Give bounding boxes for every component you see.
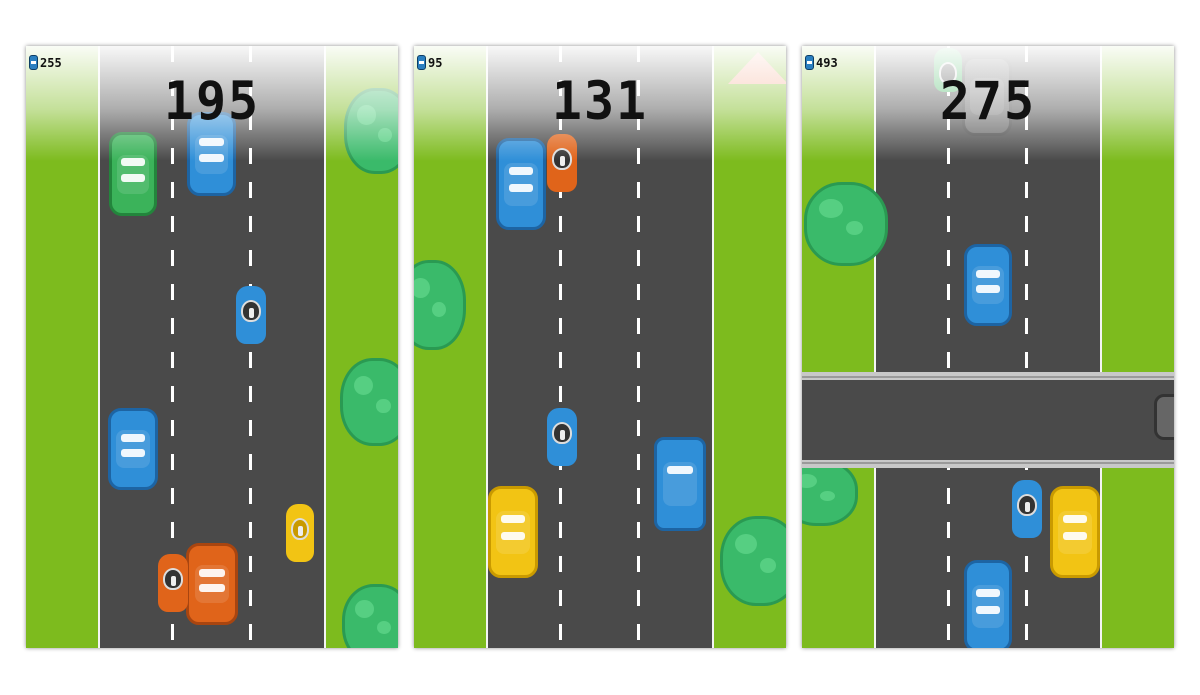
car-yellow [488, 486, 538, 578]
game-screen-3: 493 275 [802, 46, 1174, 648]
bush [340, 358, 398, 446]
road-edge-left [874, 46, 876, 648]
grass-right [1102, 46, 1174, 648]
road-edge-left [486, 46, 488, 648]
lane-divider [249, 46, 252, 648]
bush [720, 516, 786, 606]
bush [804, 182, 888, 266]
lane-divider [1025, 46, 1028, 648]
car-yellow [1050, 486, 1100, 578]
car-blue [964, 244, 1012, 326]
coin-counter: 95 [417, 55, 442, 70]
road-edge-right [1100, 46, 1102, 648]
car-blue [108, 408, 158, 490]
coin-icon [417, 55, 426, 70]
coin-icon [805, 55, 814, 70]
player-motorcycle[interactable] [1012, 480, 1042, 538]
truck-blue [654, 437, 706, 531]
motorcycle-orange [158, 554, 188, 612]
road-edge-left [98, 46, 100, 648]
coin-count: 255 [40, 55, 62, 70]
game-screen-2: 95 131 [414, 46, 786, 648]
bush [342, 584, 398, 648]
road-edge-right [324, 46, 326, 648]
car-green [109, 132, 157, 216]
car-blue [964, 560, 1012, 648]
bush [414, 260, 466, 350]
car-blue [496, 138, 546, 230]
score: 275 [939, 70, 1037, 132]
road-edge-right [712, 46, 714, 648]
lane-divider [637, 46, 640, 648]
grass-left [26, 46, 98, 648]
car-orange [186, 543, 238, 625]
coin-icon [29, 55, 38, 70]
player-motorcycle[interactable] [547, 408, 577, 466]
motorcycle-orange [547, 134, 577, 192]
score: 131 [551, 70, 649, 132]
car-on-bridge [1154, 394, 1174, 440]
coin-counter: 493 [805, 55, 838, 70]
coin-count: 95 [428, 55, 443, 70]
score: 195 [163, 70, 261, 132]
lane-divider [559, 46, 562, 648]
lane-divider [947, 46, 950, 648]
motorcycle-yellow [286, 504, 314, 562]
player-motorcycle[interactable] [236, 286, 266, 344]
grass-left [802, 46, 874, 648]
overpass-bridge [802, 372, 1174, 468]
coin-counter: 255 [29, 55, 62, 70]
coin-count: 493 [816, 55, 838, 70]
game-screen-1: 255 195 [26, 46, 398, 648]
lane-divider [171, 46, 174, 648]
